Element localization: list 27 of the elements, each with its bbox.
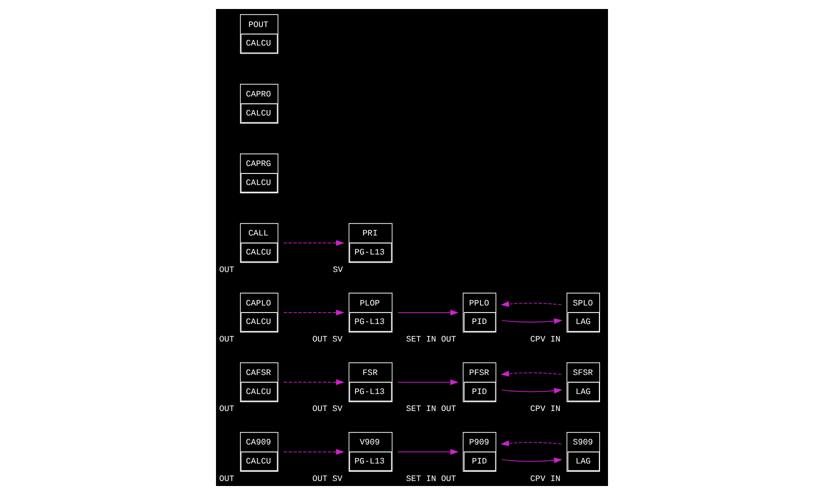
arrow (397, 309, 458, 316)
arrow (500, 387, 562, 394)
arrow (500, 456, 562, 463)
node-label: SET IN OUT (406, 473, 456, 484)
arrow (500, 300, 562, 306)
node-label: OUT SV (312, 404, 342, 414)
node-label: OUT SV (312, 473, 342, 484)
node-label: OUT SV (312, 334, 342, 344)
arrow (500, 370, 562, 376)
arrow (282, 240, 344, 246)
node-label: CPV IN (530, 404, 560, 414)
arrow (397, 378, 458, 385)
arrow (500, 440, 562, 446)
arrow (282, 309, 344, 316)
node-label: SET IN OUT (406, 334, 456, 344)
node-label: OUT (218, 264, 234, 274)
arrow (282, 378, 344, 385)
node-label: OUT (218, 334, 234, 344)
arrow (397, 448, 458, 454)
node-label: SV (332, 264, 342, 274)
arrow (282, 448, 344, 454)
node-label: SET IN OUT (406, 404, 456, 414)
arrow (500, 318, 562, 324)
node-label: OUT (218, 404, 234, 414)
node-label: OUT (218, 473, 234, 484)
node-label: CPV IN (530, 334, 560, 344)
node-label: CPV IN (530, 473, 560, 484)
